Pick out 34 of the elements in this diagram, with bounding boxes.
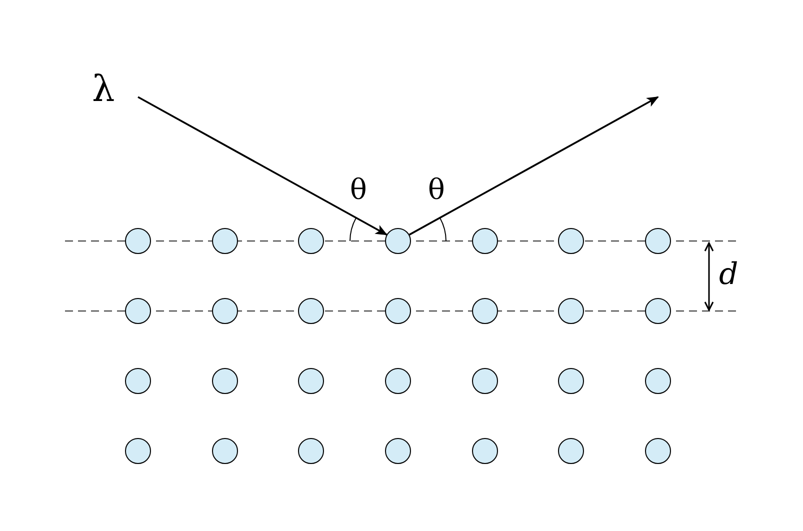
angle-label: θ [428, 176, 445, 204]
ray-arrow [408, 96, 659, 236]
atom-circle [125, 438, 151, 464]
atom-circle [298, 298, 324, 324]
atom-circle [212, 298, 238, 324]
atom-circle [558, 368, 584, 394]
atom-circle [472, 438, 498, 464]
atom-circle [558, 298, 584, 324]
atom-circle [385, 228, 411, 254]
atom-circle [385, 298, 411, 324]
atom-circle [298, 368, 324, 394]
wavelength-label: λ [92, 72, 115, 108]
atom-circle [212, 228, 238, 254]
atom-circle [472, 228, 498, 254]
atom-circle [125, 368, 151, 394]
ray-arrow [138, 96, 388, 236]
atom-circle [558, 438, 584, 464]
atom-circle [645, 298, 672, 324]
atom-circle [472, 368, 498, 394]
atom-circle [212, 438, 238, 464]
atom-circle [298, 438, 324, 464]
atom-circle [385, 438, 411, 464]
atom-circle [645, 368, 672, 394]
atom-circle [472, 298, 498, 324]
atom-circle [125, 298, 151, 324]
atom-circle [645, 438, 672, 464]
atom-circle [645, 228, 672, 254]
atom-circle [385, 368, 411, 394]
spacing-label: d [719, 260, 738, 290]
atom-circle [212, 368, 238, 394]
angle-label: θ [350, 176, 367, 204]
atom-circle [298, 228, 324, 254]
atom-circle [125, 228, 151, 254]
atom-circle [558, 228, 584, 254]
